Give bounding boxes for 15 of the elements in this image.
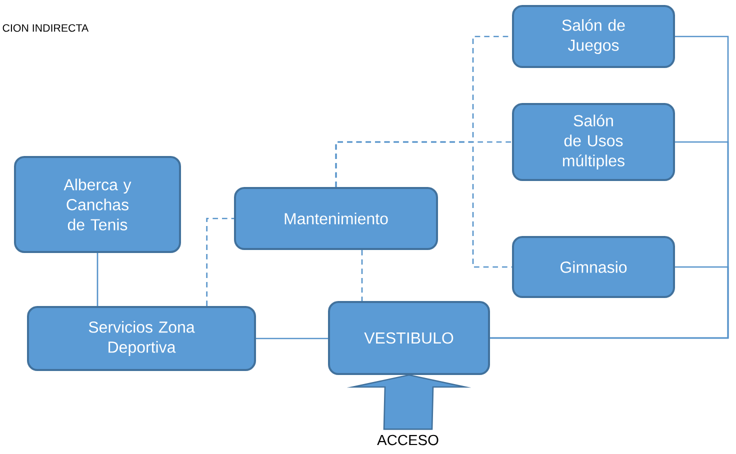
connector-line bbox=[206, 218, 234, 306]
room-box: Mantenimiento bbox=[234, 187, 438, 250]
connector-line bbox=[335, 141, 512, 268]
heading-text: CION INDIRECTA bbox=[2, 24, 89, 32]
room-box: Alberca y Canchas de Tenis bbox=[14, 156, 181, 253]
room-box: Salón de Juegos bbox=[512, 5, 675, 68]
room-box: Salón de Usos múltiples bbox=[512, 103, 675, 181]
access-label: ACCESO bbox=[377, 434, 438, 446]
connector-line bbox=[490, 266, 729, 339]
room-box: Gimnasio bbox=[512, 236, 675, 298]
connector-line bbox=[361, 250, 363, 301]
room-box: VESTIBULO bbox=[328, 301, 490, 375]
connector-line bbox=[256, 338, 328, 340]
connector-line bbox=[96, 253, 98, 306]
room-box: Servicios Zona Deportiva bbox=[27, 306, 256, 371]
